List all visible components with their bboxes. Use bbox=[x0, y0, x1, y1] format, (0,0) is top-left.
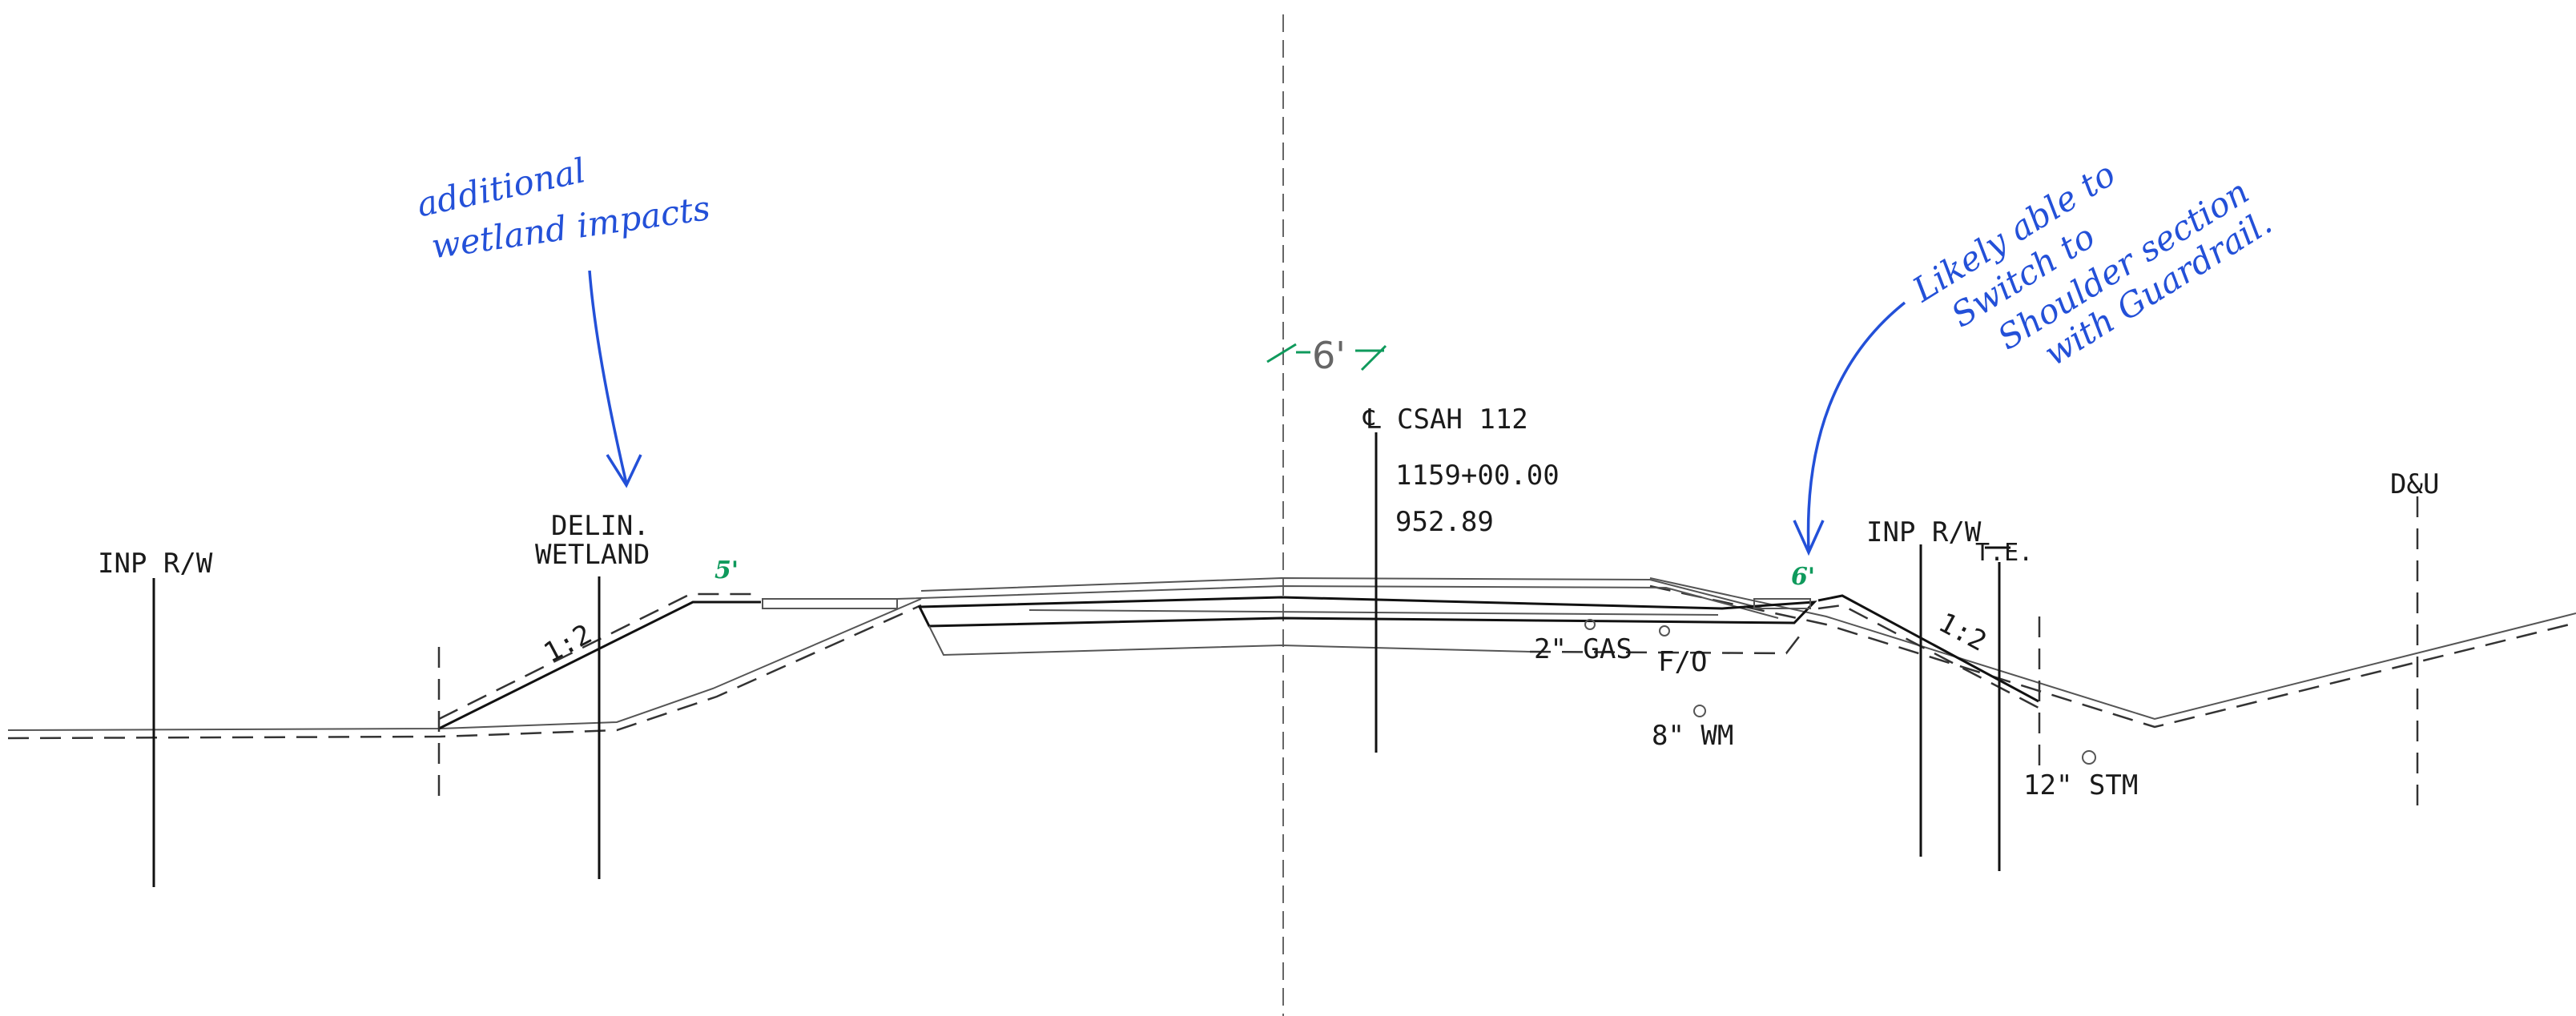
te-label: T.E. bbox=[1975, 539, 2033, 567]
right-note-arrow bbox=[1806, 301, 1906, 552]
existing-ground-line bbox=[7, 598, 922, 731]
inp-rw-right-label: INP R/W bbox=[1866, 516, 1982, 548]
station-label: 1159+00.00 bbox=[1395, 460, 1560, 492]
gas-marker bbox=[1584, 619, 1596, 630]
left-dim-text: 5' bbox=[714, 556, 739, 584]
roadway-top-surface bbox=[920, 576, 1763, 609]
pavement-section bbox=[917, 596, 1817, 628]
proposed-right-slope bbox=[1817, 594, 2039, 703]
fo-marker bbox=[1659, 625, 1670, 637]
pavement-layer bbox=[1028, 609, 1719, 616]
existing-ground-right-dashed bbox=[1649, 584, 2576, 729]
wm-label: 8" WM bbox=[1652, 720, 1733, 752]
proposed-left-slope bbox=[438, 600, 761, 730]
left-note-arrow bbox=[588, 270, 628, 484]
roadway-inner-surface bbox=[896, 584, 1779, 619]
gas-label: 2" GAS bbox=[1534, 633, 1632, 665]
top-dimension-text: 6' bbox=[1312, 334, 1346, 377]
fo-label: F/O bbox=[1658, 646, 1707, 678]
subgrade-dashed bbox=[1529, 632, 1803, 655]
stm-marker bbox=[2082, 750, 2096, 765]
curb-right bbox=[1753, 598, 1811, 609]
stm-label: 12" STM bbox=[2023, 769, 2138, 801]
road-name-label: CSAH 112 bbox=[1397, 404, 1528, 436]
wetland-label: WETLAND bbox=[535, 539, 650, 571]
right-dim-text: 6' bbox=[1791, 563, 1815, 591]
existing-ground-right bbox=[1649, 577, 2576, 721]
slope-left-label: 1:2 bbox=[538, 618, 597, 669]
elevation-label: 952.89 bbox=[1395, 506, 1494, 538]
delin-label: DELIN. bbox=[551, 510, 650, 542]
right-note-arrowhead bbox=[1793, 520, 1825, 556]
left-note-arrowhead bbox=[606, 454, 642, 488]
centerline-symbol: ℄ bbox=[1362, 404, 1381, 436]
wm-marker bbox=[1693, 705, 1706, 717]
subgrade-line bbox=[928, 625, 1531, 657]
proposed-left-slope-dashed bbox=[438, 592, 761, 721]
du-label: D&U bbox=[2390, 468, 2439, 500]
inp-rw-left-label: INP R/W bbox=[98, 548, 213, 580]
curb-left bbox=[762, 598, 898, 609]
proposed-right-slope-dashed bbox=[1817, 604, 2039, 709]
top-dim-tick-left bbox=[1266, 343, 1297, 363]
existing-ground-dashed bbox=[7, 604, 922, 740]
